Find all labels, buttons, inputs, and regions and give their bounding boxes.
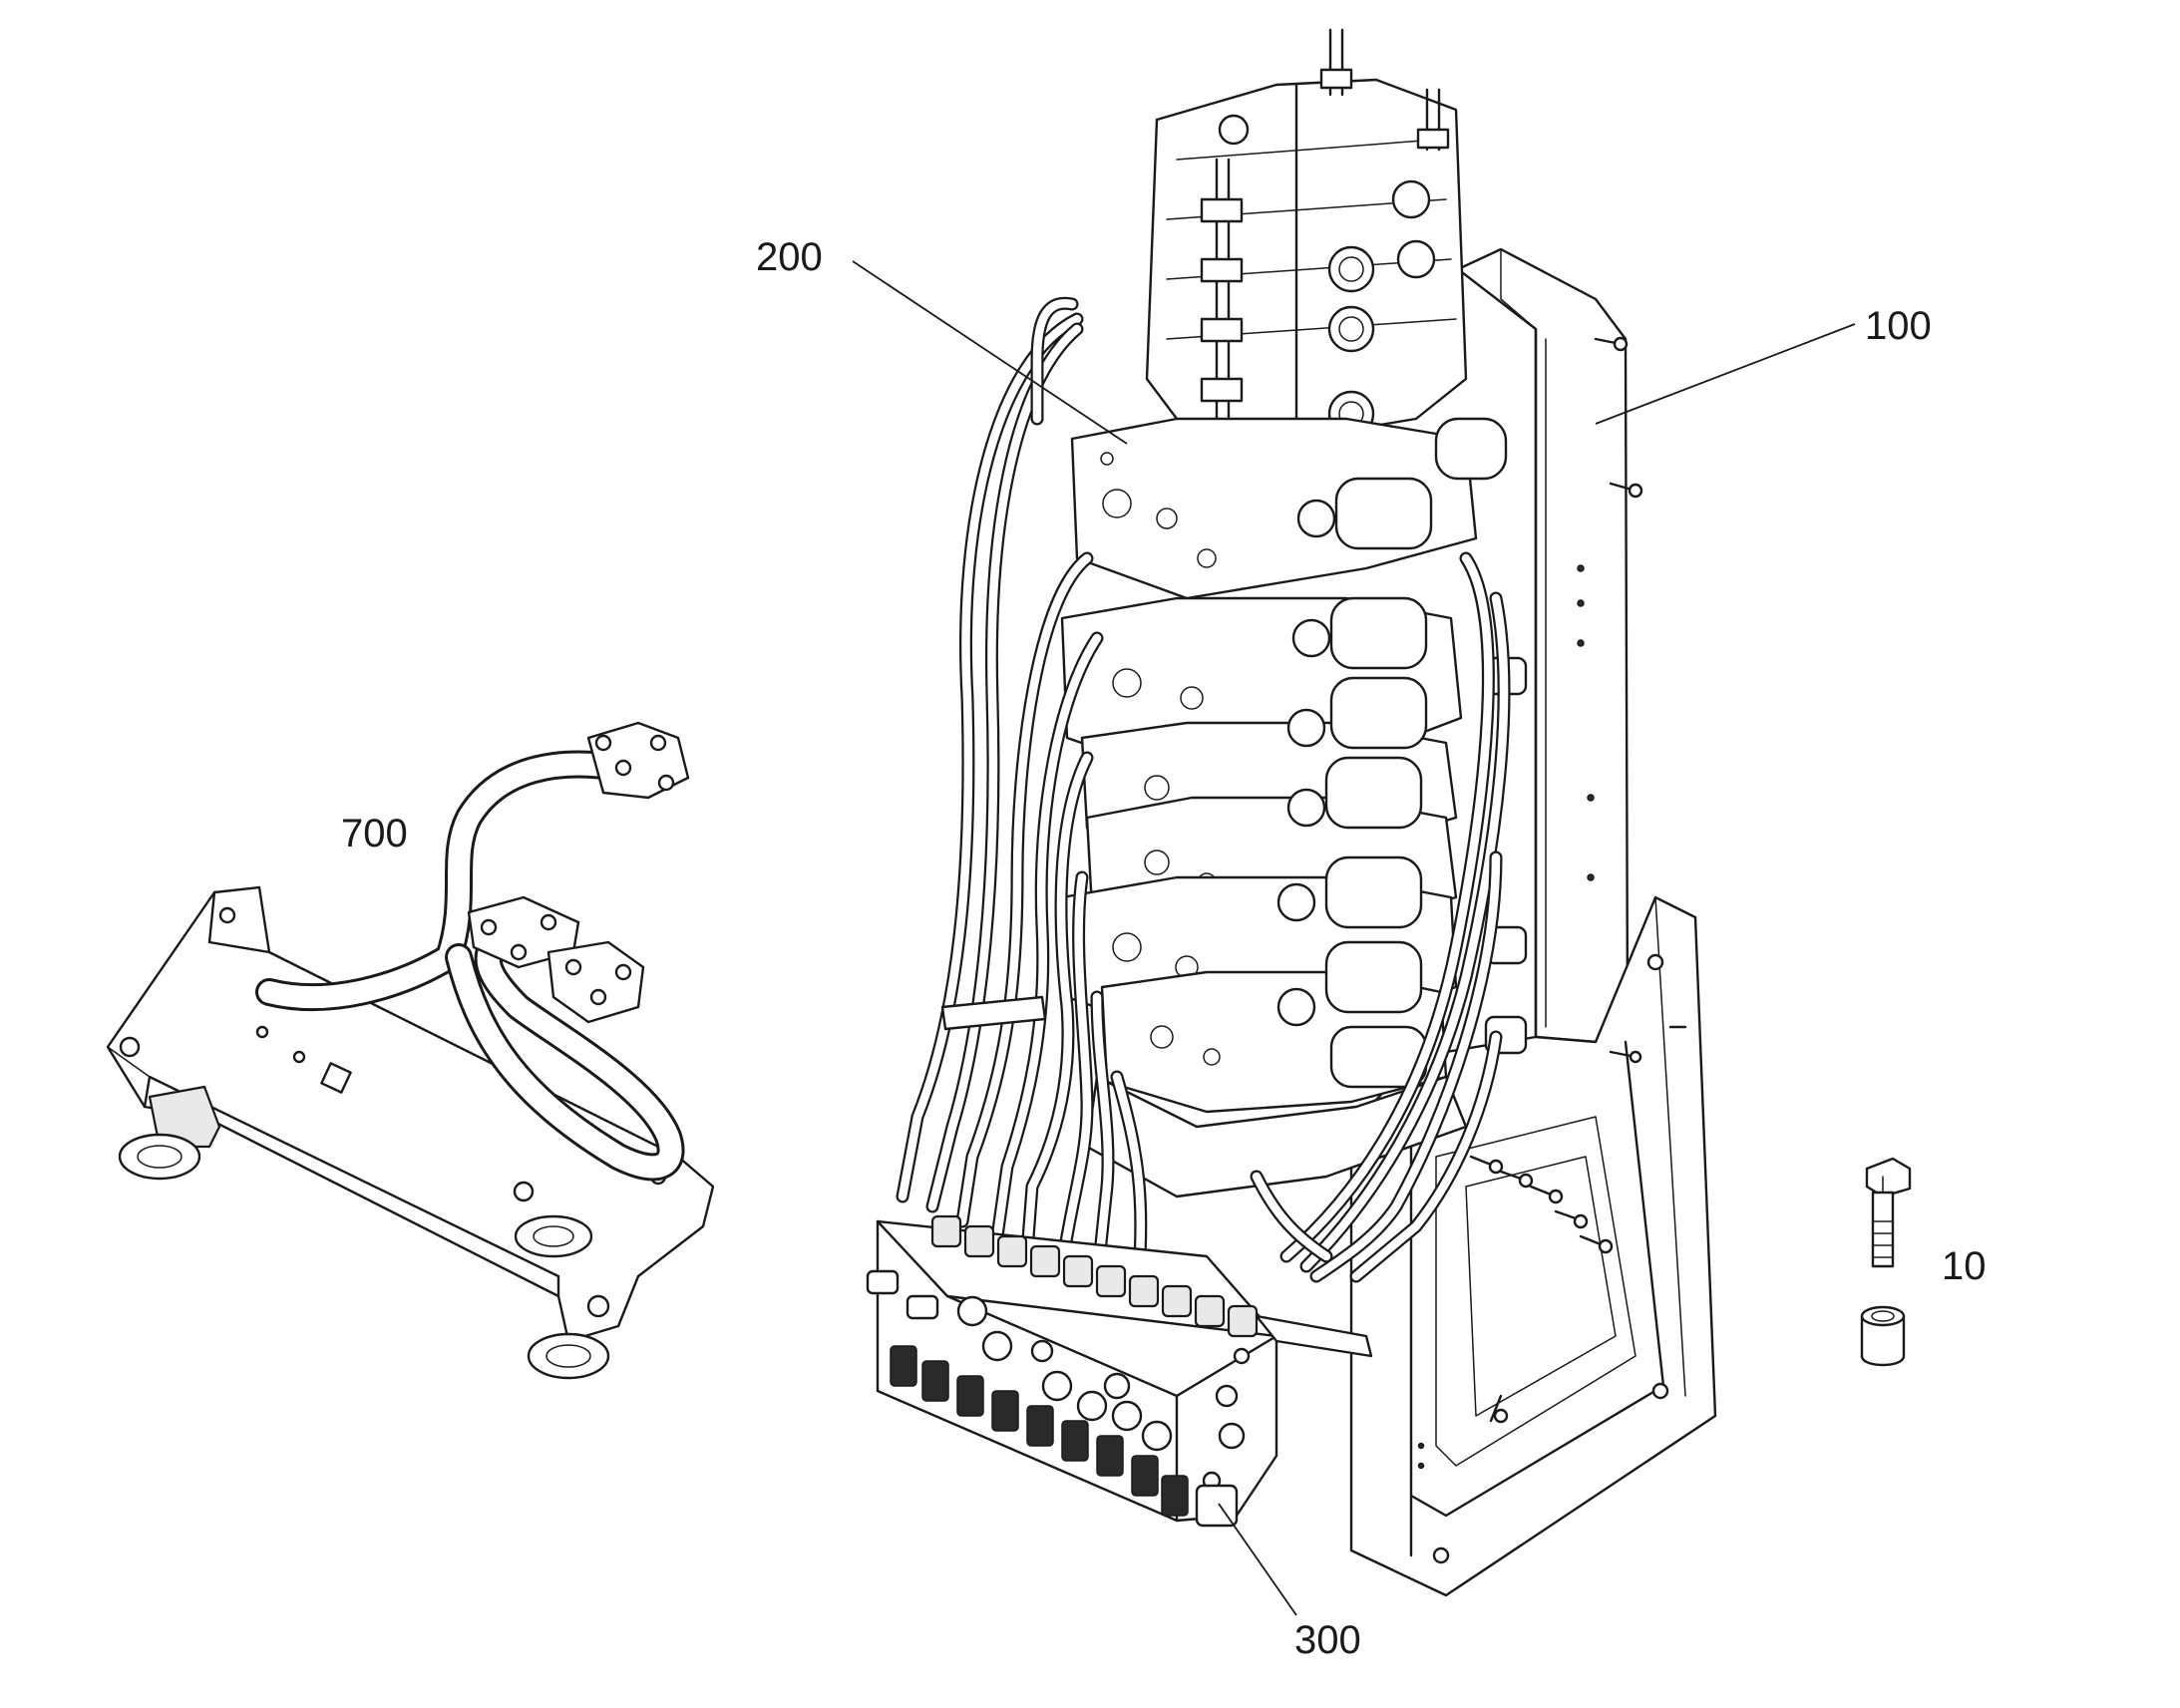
callout-label-300: 300: [1294, 1618, 1361, 1662]
leader-lines: [852, 260, 1856, 1616]
callout-label-100: 100: [1865, 304, 1932, 348]
callout-label-200: 200: [756, 235, 823, 279]
hose-bundle: [896, 296, 1511, 1303]
bolt-spacer-part-10: [1860, 1157, 1912, 1367]
solenoid-cartridges: [1276, 417, 1508, 1089]
manifold-part-300: [866, 1214, 1373, 1528]
callout-label-10: 10: [1942, 1244, 1987, 1288]
manifold-hose-fittings: [930, 1214, 1259, 1338]
manifold-connector-plugs: [890, 1345, 1189, 1517]
rubber-mounts: [118, 1085, 610, 1380]
manifold-front-fittings: [866, 1269, 1173, 1452]
callout-label-700: 700: [341, 812, 408, 855]
valve-stack-part-200: [1060, 28, 1528, 1198]
pipe-flanges: [467, 721, 690, 1024]
pipe-bracket-part-700: [106, 721, 715, 1380]
